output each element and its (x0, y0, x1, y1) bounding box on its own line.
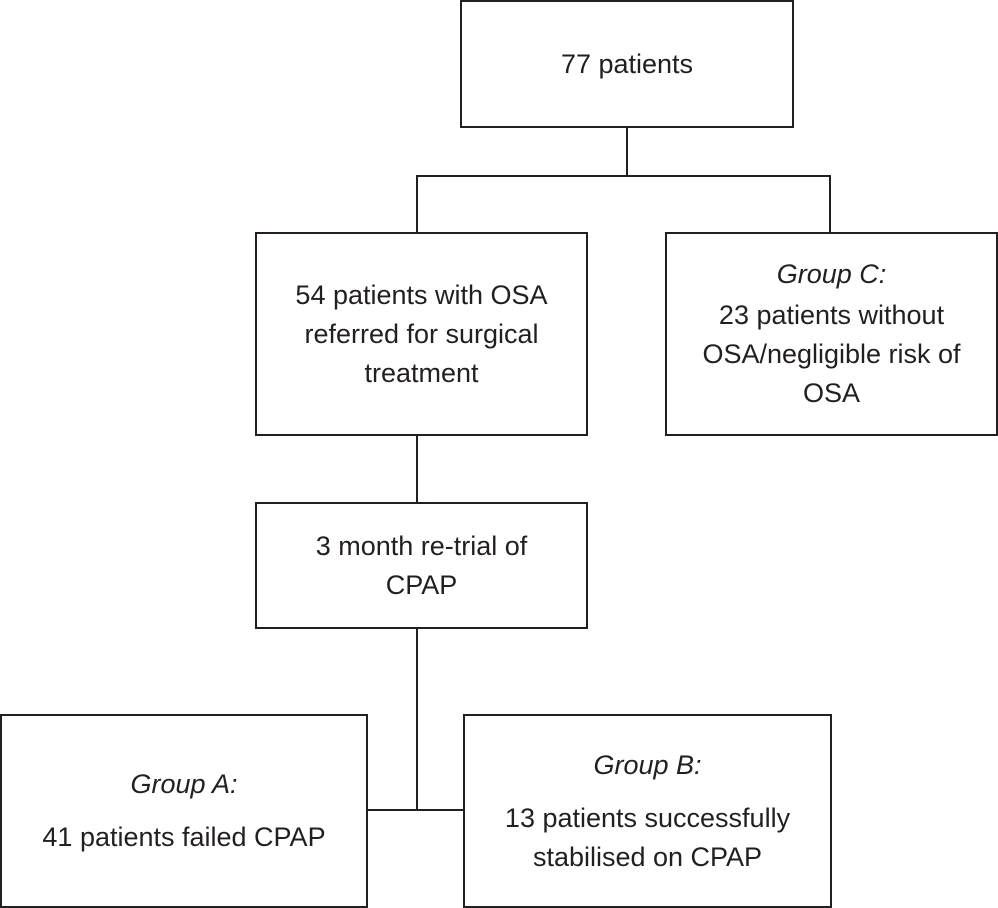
cpap-retrial-box: 3 month re-trial of CPAP (255, 502, 588, 629)
group-a-label: Group A: (130, 769, 238, 799)
group-b-line: stabilised on CPAP (532, 841, 763, 872)
group-c-label: Group C: (776, 259, 887, 289)
connector-total-down (626, 127, 628, 176)
connector-top-split (416, 175, 830, 177)
group-a-box: Group A: 41 patients failed CPAP (0, 714, 368, 908)
total-patients-text: 77 patients (560, 48, 694, 79)
connector-osa-to-retrial (416, 435, 418, 503)
connector-bottom-split (367, 809, 464, 811)
group-b-box: Group B: 13 patients successfully stabil… (463, 714, 832, 908)
group-c-line: 23 patients without (718, 300, 945, 330)
connector-to-osa-box (416, 175, 418, 233)
group-c-line: OSA (802, 378, 861, 408)
total-patients-box: 77 patients (460, 0, 794, 128)
group-b-line: 13 patients successfully (504, 802, 791, 833)
osa-referred-box: 54 patients with OSA referred for surgic… (255, 232, 588, 436)
group-c-box: Group C: 23 patients without OSA/negligi… (665, 232, 998, 436)
cpap-retrial-line: 3 month re-trial of (315, 530, 528, 561)
osa-referred-line: referred for surgical (304, 318, 539, 349)
group-b-label: Group B: (593, 749, 702, 780)
group-c-line: OSA/negligible risk of (702, 339, 961, 369)
osa-referred-line: 54 patients with OSA (295, 279, 548, 310)
group-a-line: 41 patients failed CPAP (42, 822, 326, 852)
connector-retrial-down (416, 628, 418, 810)
osa-referred-line: treatment (364, 357, 479, 388)
connector-to-group-c (829, 175, 831, 233)
cpap-retrial-line: CPAP (385, 569, 458, 600)
